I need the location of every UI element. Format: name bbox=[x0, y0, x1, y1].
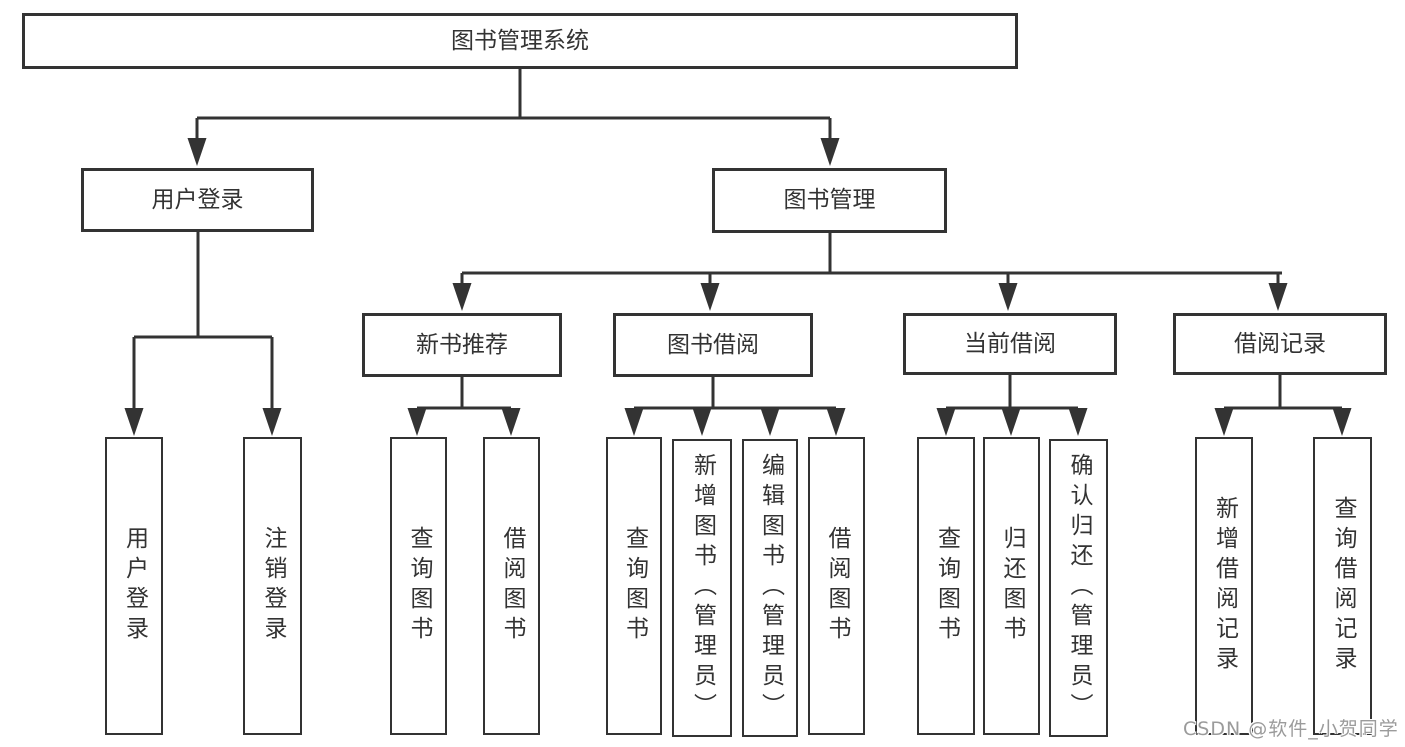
node-book-management: 图书管理 bbox=[712, 168, 947, 233]
node-new-book-recommend: 新书推荐 bbox=[362, 313, 562, 377]
leaf-current-confirm-return-admin: 确认归还（管理员） bbox=[1049, 439, 1108, 737]
leaf-borrow-query-books: 查询图书 bbox=[606, 437, 662, 735]
node-label: 借阅图书 bbox=[499, 526, 525, 646]
node-label: 新书推荐 bbox=[416, 331, 508, 358]
node-book-borrow: 图书借阅 bbox=[613, 313, 813, 377]
node-label: 图书借阅 bbox=[667, 331, 759, 358]
node-label: 归还图书 bbox=[999, 526, 1025, 646]
node-label: 用户登录 bbox=[151, 186, 244, 213]
leaf-recommend-borrow-books: 借阅图书 bbox=[483, 437, 540, 735]
leaf-borrow-edit-books-admin: 编辑图书（管理员） bbox=[742, 439, 798, 737]
leaf-records-add-borrow-record: 新增借阅记录 bbox=[1195, 437, 1253, 735]
leaf-recommend-query-books: 查询图书 bbox=[390, 437, 447, 735]
leaf-records-query-borrow-record: 查询借阅记录 bbox=[1313, 437, 1372, 735]
node-label: 确认归还（管理员） bbox=[1066, 453, 1092, 723]
node-label: 新增借阅记录 bbox=[1211, 496, 1238, 676]
node-label: 查询图书 bbox=[933, 526, 960, 646]
node-current-borrow: 当前借阅 bbox=[903, 313, 1117, 375]
node-label: 新增图书（管理员） bbox=[689, 453, 716, 723]
leaf-user-login: 用户登录 bbox=[105, 437, 163, 735]
node-label: 编辑图书（管理员） bbox=[757, 453, 784, 723]
leaf-borrow-borrow-books: 借阅图书 bbox=[808, 437, 865, 735]
node-label: 查询图书 bbox=[621, 526, 648, 646]
node-borrow-records: 借阅记录 bbox=[1173, 313, 1387, 375]
leaf-borrow-add-books-admin: 新增图书（管理员） bbox=[672, 439, 732, 737]
node-library-management-system: 图书管理系统 bbox=[22, 13, 1018, 69]
leaf-current-query-books: 查询图书 bbox=[917, 437, 975, 735]
node-label: 用户登录 bbox=[121, 526, 148, 646]
csdn-watermark: CSDN @软件_小贺同学 bbox=[1183, 718, 1399, 740]
leaf-current-return-books: 归还图书 bbox=[983, 437, 1040, 735]
node-label: 图书管理系统 bbox=[451, 27, 589, 54]
arrowheads bbox=[124, 138, 1352, 436]
node-user-login: 用户登录 bbox=[81, 168, 314, 232]
node-label: 图书管理 bbox=[783, 187, 876, 213]
leaf-logout-login: 注销登录 bbox=[243, 437, 302, 735]
node-label: 借阅图书 bbox=[824, 526, 850, 646]
node-label: 借阅记录 bbox=[1234, 330, 1326, 357]
node-label: 查询图书 bbox=[406, 526, 432, 646]
node-label: 注销登录 bbox=[260, 526, 286, 646]
node-label: 当前借阅 bbox=[964, 330, 1056, 357]
node-label: 查询借阅记录 bbox=[1330, 496, 1356, 676]
